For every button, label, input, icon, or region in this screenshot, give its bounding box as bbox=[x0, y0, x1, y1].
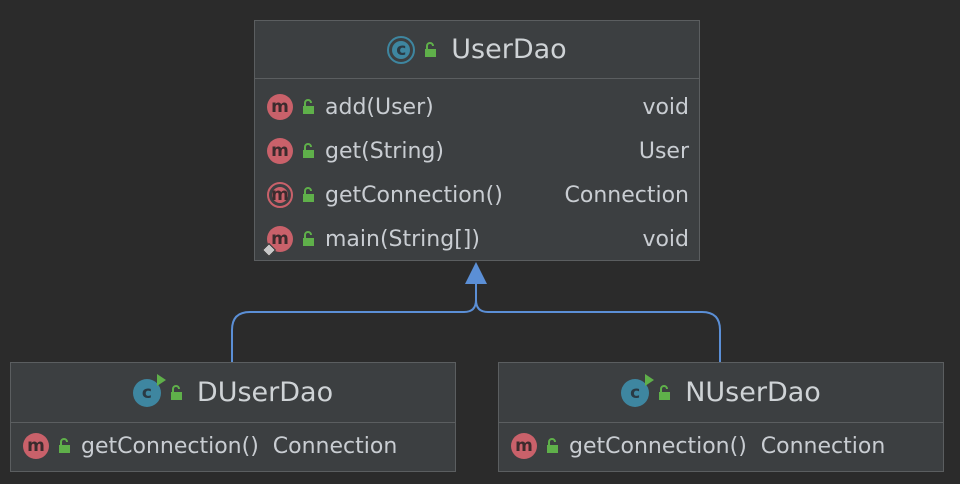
method-name: get(String) bbox=[325, 138, 444, 164]
class-box-userdao[interactable]: c UserDao m add(User) void m get(String)… bbox=[254, 20, 700, 261]
method-name: getConnection() bbox=[81, 433, 259, 459]
inheritance-line-duserdao bbox=[231, 280, 477, 362]
class-header: c NUserDao bbox=[499, 363, 943, 423]
method-row[interactable]: m getConnection() Connection bbox=[499, 423, 943, 469]
method-name: getConnection() bbox=[569, 433, 747, 459]
class-icon: c bbox=[621, 373, 655, 407]
method-icon: m bbox=[23, 433, 49, 459]
class-header: c DUserDao bbox=[11, 363, 455, 423]
method-list: m add(User) void m get(String) User m ge… bbox=[255, 79, 699, 261]
inheritance-line-nuserdao bbox=[475, 299, 721, 362]
class-icon: c bbox=[132, 373, 166, 407]
return-type: Connection bbox=[564, 182, 689, 208]
abstract-class-icon: c bbox=[387, 35, 416, 64]
public-access-icon bbox=[303, 187, 314, 202]
public-access-icon bbox=[659, 384, 671, 400]
method-name: main(String[]) bbox=[325, 226, 480, 252]
public-access-icon bbox=[303, 99, 314, 114]
method-name: getConnection() bbox=[325, 182, 503, 208]
static-method-icon: m bbox=[261, 226, 293, 258]
method-row[interactable]: m get(String) User bbox=[255, 129, 699, 173]
method-icon: m bbox=[511, 433, 537, 459]
class-box-duserdao[interactable]: c DUserDao m getConnection() Connection bbox=[10, 362, 456, 472]
return-type: void bbox=[642, 226, 689, 252]
method-icon: m bbox=[267, 94, 293, 120]
public-access-icon bbox=[425, 41, 437, 57]
method-row[interactable]: m main(String[]) void bbox=[255, 217, 699, 261]
override-arrow-icon bbox=[645, 373, 655, 386]
class-header: c UserDao bbox=[255, 21, 699, 79]
class-box-nuserdao[interactable]: c NUserDao m getConnection() Connection bbox=[498, 362, 944, 472]
class-name: DUserDao bbox=[196, 377, 334, 408]
return-type: Connection bbox=[760, 433, 886, 459]
return-type: void bbox=[642, 94, 689, 120]
method-row[interactable]: m getConnection() Connection bbox=[255, 173, 699, 217]
method-icon: m bbox=[267, 138, 293, 164]
public-access-icon bbox=[303, 143, 314, 158]
class-name: UserDao bbox=[451, 34, 567, 65]
method-row[interactable]: m getConnection() Connection bbox=[11, 423, 455, 469]
public-access-icon bbox=[59, 438, 70, 453]
override-arrow-icon bbox=[156, 373, 166, 386]
public-access-icon bbox=[303, 231, 314, 246]
public-access-icon bbox=[547, 438, 558, 453]
public-access-icon bbox=[170, 384, 182, 400]
class-name: NUserDao bbox=[685, 377, 821, 408]
method-row[interactable]: m add(User) void bbox=[255, 85, 699, 129]
abstract-method-icon: m bbox=[267, 182, 293, 208]
return-type: User bbox=[638, 138, 689, 164]
method-name: add(User) bbox=[325, 94, 434, 120]
return-type: Connection bbox=[272, 433, 398, 459]
inheritance-arrowhead bbox=[465, 262, 487, 284]
